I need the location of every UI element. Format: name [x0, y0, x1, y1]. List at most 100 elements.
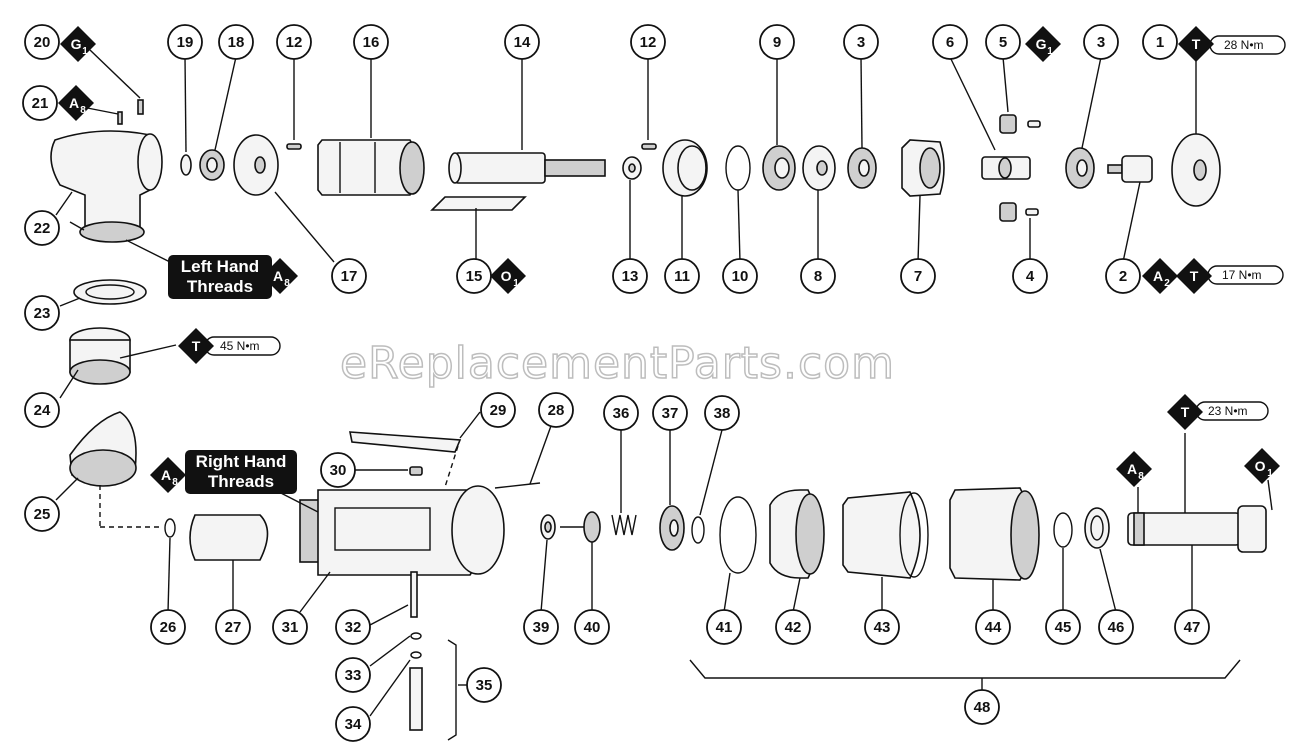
part-23-washer — [73, 279, 147, 305]
part-label-31[interactable]: 31 — [272, 609, 308, 645]
part-label-28[interactable]: 28 — [538, 392, 574, 428]
part-label-14[interactable]: 14 — [504, 24, 540, 60]
svg-text:32: 32 — [345, 619, 362, 636]
part-38-spring — [611, 514, 637, 536]
part-37-valve — [560, 511, 601, 543]
part-label-36[interactable]: 39 — [523, 609, 559, 645]
part-label-38[interactable]: 36 — [603, 395, 639, 431]
part-17-cap — [233, 134, 279, 196]
svg-text:33: 33 — [345, 667, 362, 684]
part-label-6[interactable]: 6 — [932, 24, 968, 60]
part-label-47[interactable]: 47 — [1174, 609, 1210, 645]
symbol-t-part-1: T — [1178, 26, 1214, 62]
part-label-7[interactable]: 7 — [900, 258, 936, 294]
svg-text:34: 34 — [345, 716, 362, 733]
symbol-t-part-2: T — [1176, 258, 1212, 294]
symbol-o1-part-47: O 1 — [1244, 448, 1280, 484]
svg-text:G: G — [71, 36, 82, 52]
part-15-vane — [430, 196, 527, 211]
part-label-11[interactable]: 11 — [664, 258, 700, 294]
part-29-lever — [349, 431, 462, 453]
part-label-32[interactable]: 32 — [335, 609, 371, 645]
svg-text:1: 1 — [1047, 46, 1053, 57]
part-label-42[interactable]: 42 — [775, 609, 811, 645]
part-19-washer — [180, 154, 192, 176]
svg-text:23: 23 — [34, 305, 51, 322]
part-number-bubbles: 1 3 5 6 3 9 12 14 16 12 18 19 20 21 22 1… — [22, 24, 1210, 742]
part-31-motor-housing — [299, 485, 505, 576]
part-label-15[interactable]: 15 — [456, 258, 492, 294]
symbol-t-part-24: T — [178, 328, 214, 364]
part-3-bearing-right — [1065, 147, 1095, 189]
svg-text:O: O — [1255, 458, 1266, 474]
part-label-44[interactable]: 44 — [975, 609, 1011, 645]
part-32-valve-stem — [410, 571, 418, 618]
svg-text:42: 42 — [785, 619, 802, 636]
svg-text:T: T — [192, 338, 201, 354]
part-label-40[interactable]: 38 — [704, 395, 740, 431]
part-label-13[interactable]: 13 — [612, 258, 648, 294]
part-label-18[interactable]: 18 — [218, 24, 254, 60]
part-40-ring — [691, 516, 705, 544]
part-43-sleeve — [842, 491, 929, 579]
part-label-16[interactable]: 16 — [353, 24, 389, 60]
part-label-29[interactable]: 29 — [480, 392, 516, 428]
part-label-22[interactable]: 22 — [24, 210, 60, 246]
svg-text:22: 22 — [34, 220, 51, 237]
svg-text:20: 20 — [34, 34, 51, 51]
part-11-end-plate — [662, 139, 708, 197]
svg-text:25: 25 — [34, 506, 51, 523]
svg-text:35: 35 — [476, 677, 493, 694]
part-label-25[interactable]: 25 — [24, 496, 60, 532]
part-label-4[interactable]: 4 — [1012, 258, 1048, 294]
part-24-nut — [69, 327, 131, 385]
part-label-3a[interactable]: 3 — [843, 24, 879, 60]
part-label-9[interactable]: 9 — [759, 24, 795, 60]
part-label-19[interactable]: 19 — [167, 24, 203, 60]
part-label-1[interactable]: 1 — [1142, 24, 1178, 60]
part-label-17[interactable]: 17 — [331, 258, 367, 294]
callout-left-line-2: Threads — [186, 277, 254, 296]
part-label-33[interactable]: 33 — [335, 657, 371, 693]
part-25-guard — [69, 411, 137, 487]
part-label-2[interactable]: 2 — [1105, 258, 1141, 294]
part-label-24[interactable]: 24 — [24, 392, 60, 428]
part-label-3b[interactable]: 3 — [1083, 24, 1119, 60]
svg-text:2: 2 — [1164, 278, 1170, 289]
part-label-34[interactable]: 34 — [335, 706, 371, 742]
svg-text:18: 18 — [228, 34, 245, 51]
leader-lines — [55, 49, 1273, 741]
svg-text:10: 10 — [732, 268, 749, 285]
part-label-5[interactable]: 5 — [985, 24, 1021, 60]
part-label-35[interactable]: 35 — [466, 667, 502, 703]
svg-text:44: 44 — [985, 619, 1002, 636]
svg-text:37: 37 — [662, 405, 679, 422]
svg-text:8: 8 — [1138, 471, 1144, 482]
symbol-a8-right-threads: A 8 — [150, 457, 186, 493]
part-label-41[interactable]: 41 — [706, 609, 742, 645]
part-label-45[interactable]: 45 — [1045, 609, 1081, 645]
svg-text:48: 48 — [974, 699, 991, 716]
part-label-10[interactable]: 10 — [722, 258, 758, 294]
part-label-23[interactable]: 23 — [24, 295, 60, 331]
part-label-39[interactable]: 37 — [652, 395, 688, 431]
part-46-washer — [1084, 507, 1110, 549]
part-label-48[interactable]: 48 — [964, 689, 1000, 725]
part-label-43[interactable]: 43 — [864, 609, 900, 645]
part-label-20[interactable]: 20 — [24, 24, 60, 60]
part-label-26[interactable]: 26 — [150, 609, 186, 645]
symbol-g1-part-5: G 1 — [1025, 26, 1061, 62]
part-label-12a[interactable]: 12 — [276, 24, 312, 60]
part-label-8[interactable]: 8 — [800, 258, 836, 294]
part-label-46[interactable]: 46 — [1098, 609, 1134, 645]
part-2-spindle — [1107, 155, 1153, 183]
part-label-37[interactable]: 40 — [574, 609, 610, 645]
part-label-27[interactable]: 27 — [215, 609, 251, 645]
svg-text:6: 6 — [946, 34, 954, 51]
part-label-30[interactable]: 30 — [320, 452, 356, 488]
part-label-12b[interactable]: 12 — [630, 24, 666, 60]
torque-value-24: 45 N•m — [220, 339, 260, 353]
svg-text:8: 8 — [80, 105, 86, 116]
symbol-a8-part-21: A 8 — [58, 85, 94, 121]
part-label-21[interactable]: 21 — [22, 85, 58, 121]
